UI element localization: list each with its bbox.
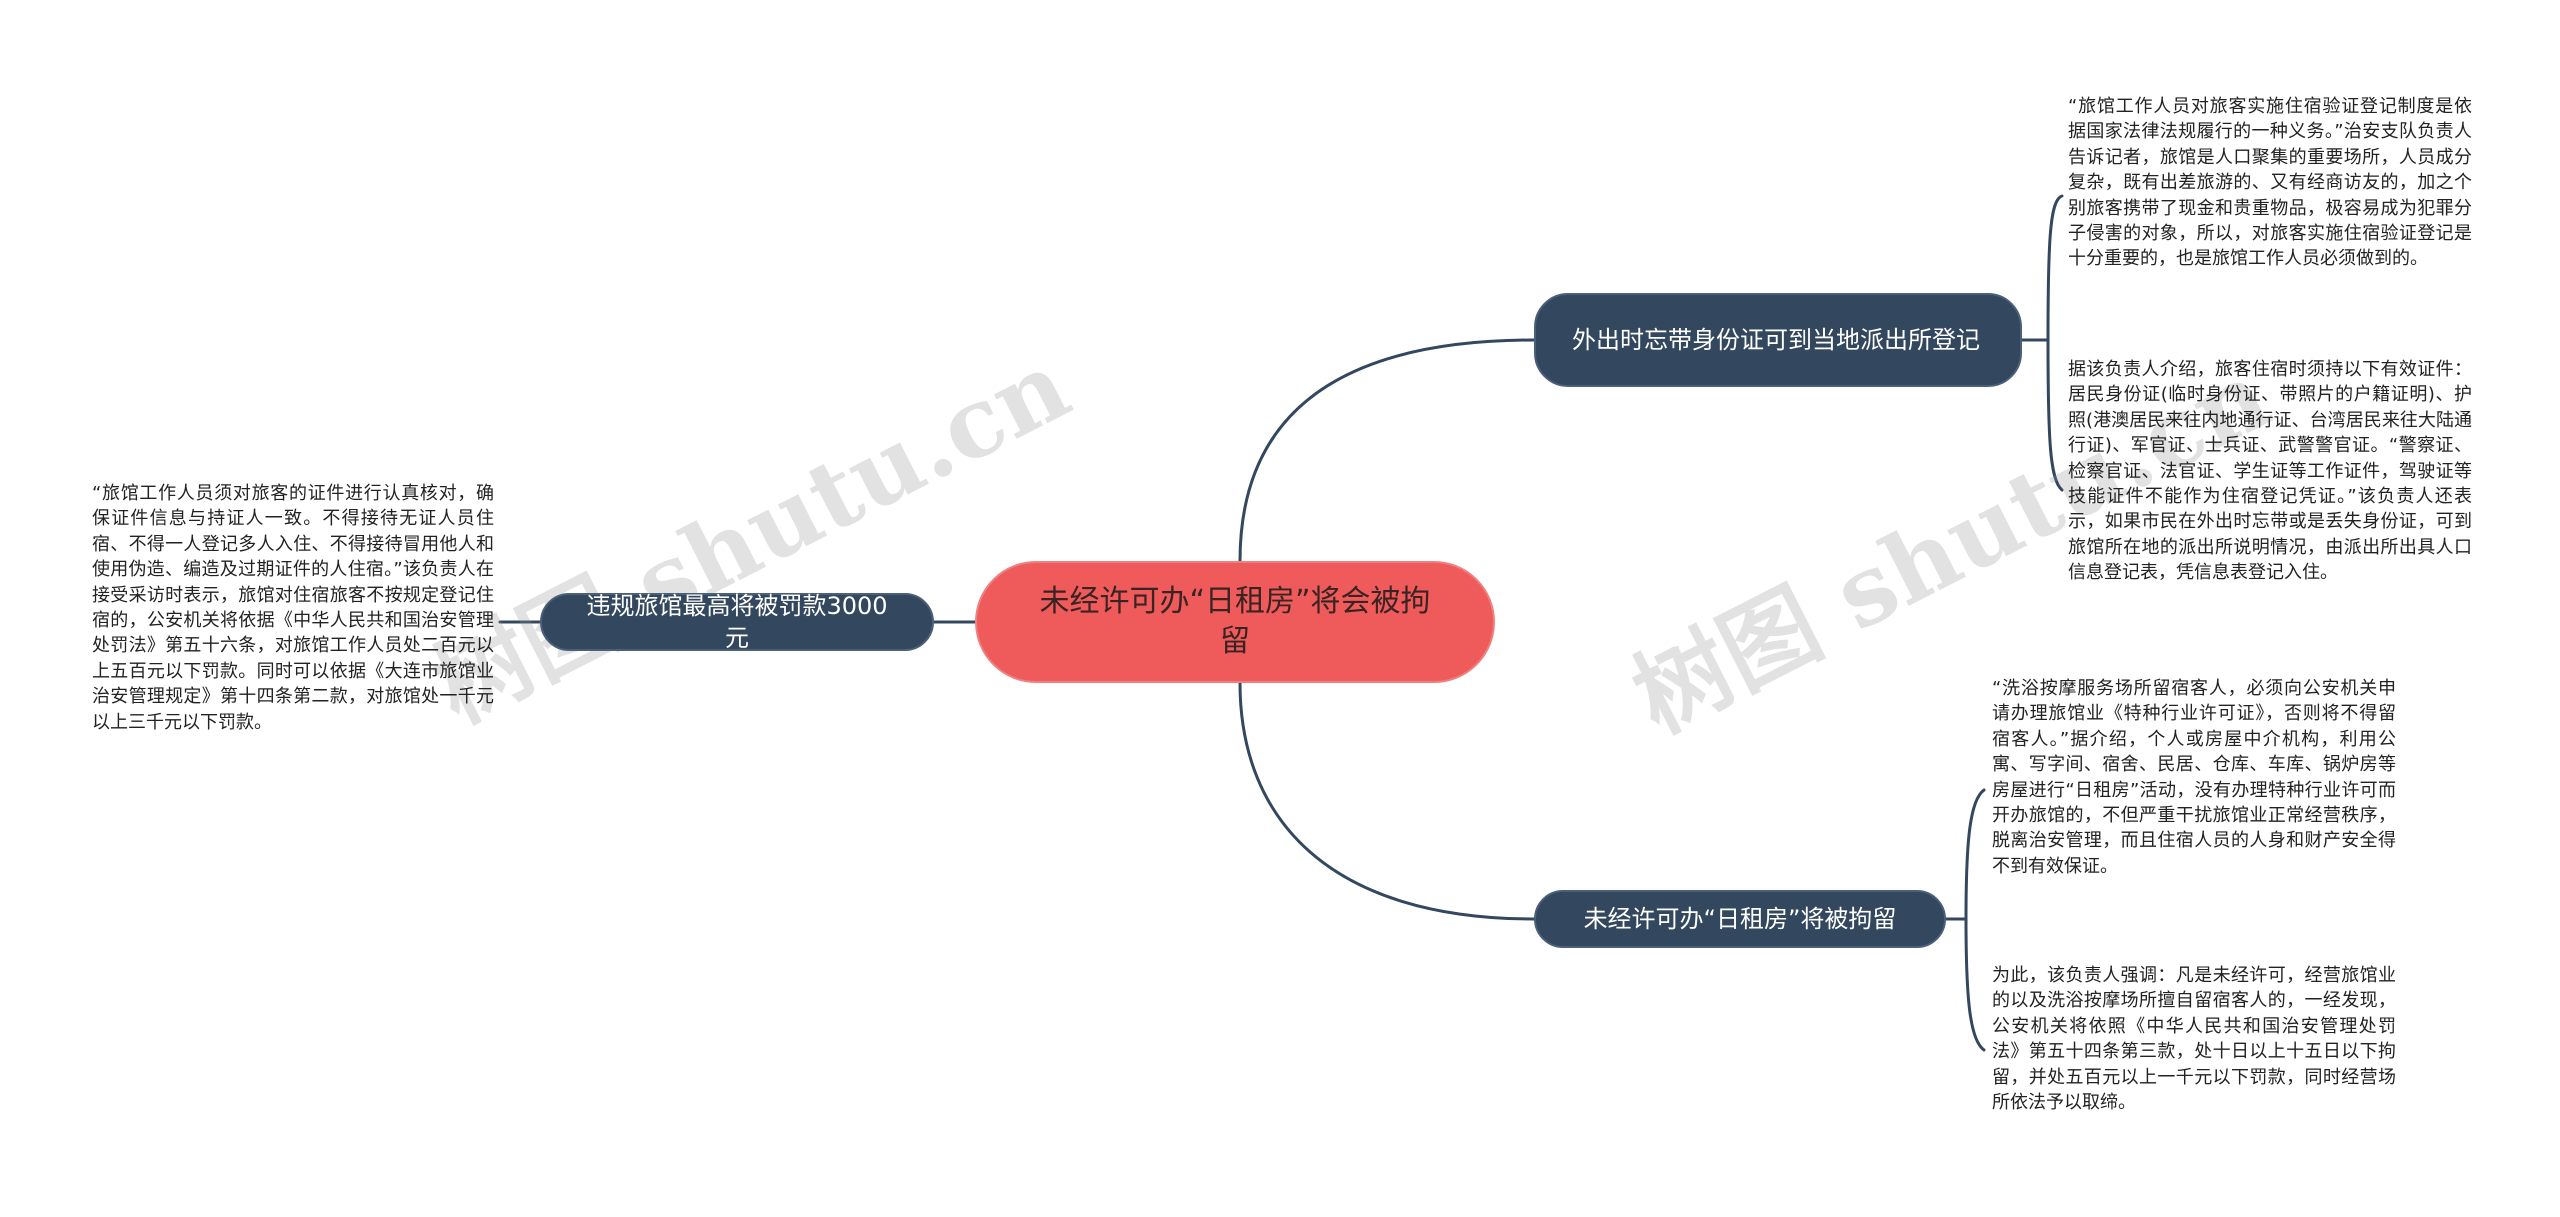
branch-node-detention-label: 未经许可办“日租房”将被拘留 xyxy=(1583,905,1897,933)
leaf-text-registration-duty: “旅馆工作人员对旅客实施住宿验证登记制度是依据国家法律法规履行的一种义务。”治安… xyxy=(2068,96,2472,270)
link-root-to-right-top xyxy=(1238,338,1536,563)
root-node[interactable]: 未经许可办“日租房”将会被拘留 xyxy=(975,561,1495,683)
branch-node-fine[interactable]: 违规旅馆最高将被罚款3000元 xyxy=(540,592,934,652)
link-righttop-leaf2 xyxy=(2046,338,2064,492)
branch-node-fine-label: 违规旅馆最高将被罚款3000元 xyxy=(586,592,888,652)
link-rightbottom-leaf1 xyxy=(1964,788,1986,921)
link-righttop-leaf1 xyxy=(2046,194,2064,342)
leaf-text-fine: “旅馆工作人员须对旅客的证件进行认真核对，确保证件信息与持证人一致。不得接待无证… xyxy=(92,483,494,733)
branch-node-id-registration[interactable]: 外出时忘带身份证可到当地派出所登记 xyxy=(1534,293,2022,387)
link-root-to-right-bottom xyxy=(1238,681,1536,921)
leaf-text-special-license: “洗浴按摩服务场所留宿客人，必须向公安机关申请办理旅馆业《特种行业许可证》，否则… xyxy=(1992,678,2396,877)
branch-node-id-registration-label: 外出时忘带身份证可到当地派出所登记 xyxy=(1572,326,1980,354)
root-node-label: 未经许可办“日租房”将会被拘留 xyxy=(1039,584,1431,659)
link-rightbottom-leaf2 xyxy=(1964,917,1986,1052)
branch-node-detention[interactable]: 未经许可办“日租房”将被拘留 xyxy=(1534,890,1946,948)
leaf-text-penalty: 为此，该负责人强调：凡是未经许可，经营旅馆业的以及洗浴按摩场所擅自留宿客人的，一… xyxy=(1992,965,2396,1114)
leaf-text-valid-documents: 据该负责人介绍，旅客住宿时须持以下有效证件：居民身份证(临时身份证、带照片的户籍… xyxy=(2068,359,2472,584)
